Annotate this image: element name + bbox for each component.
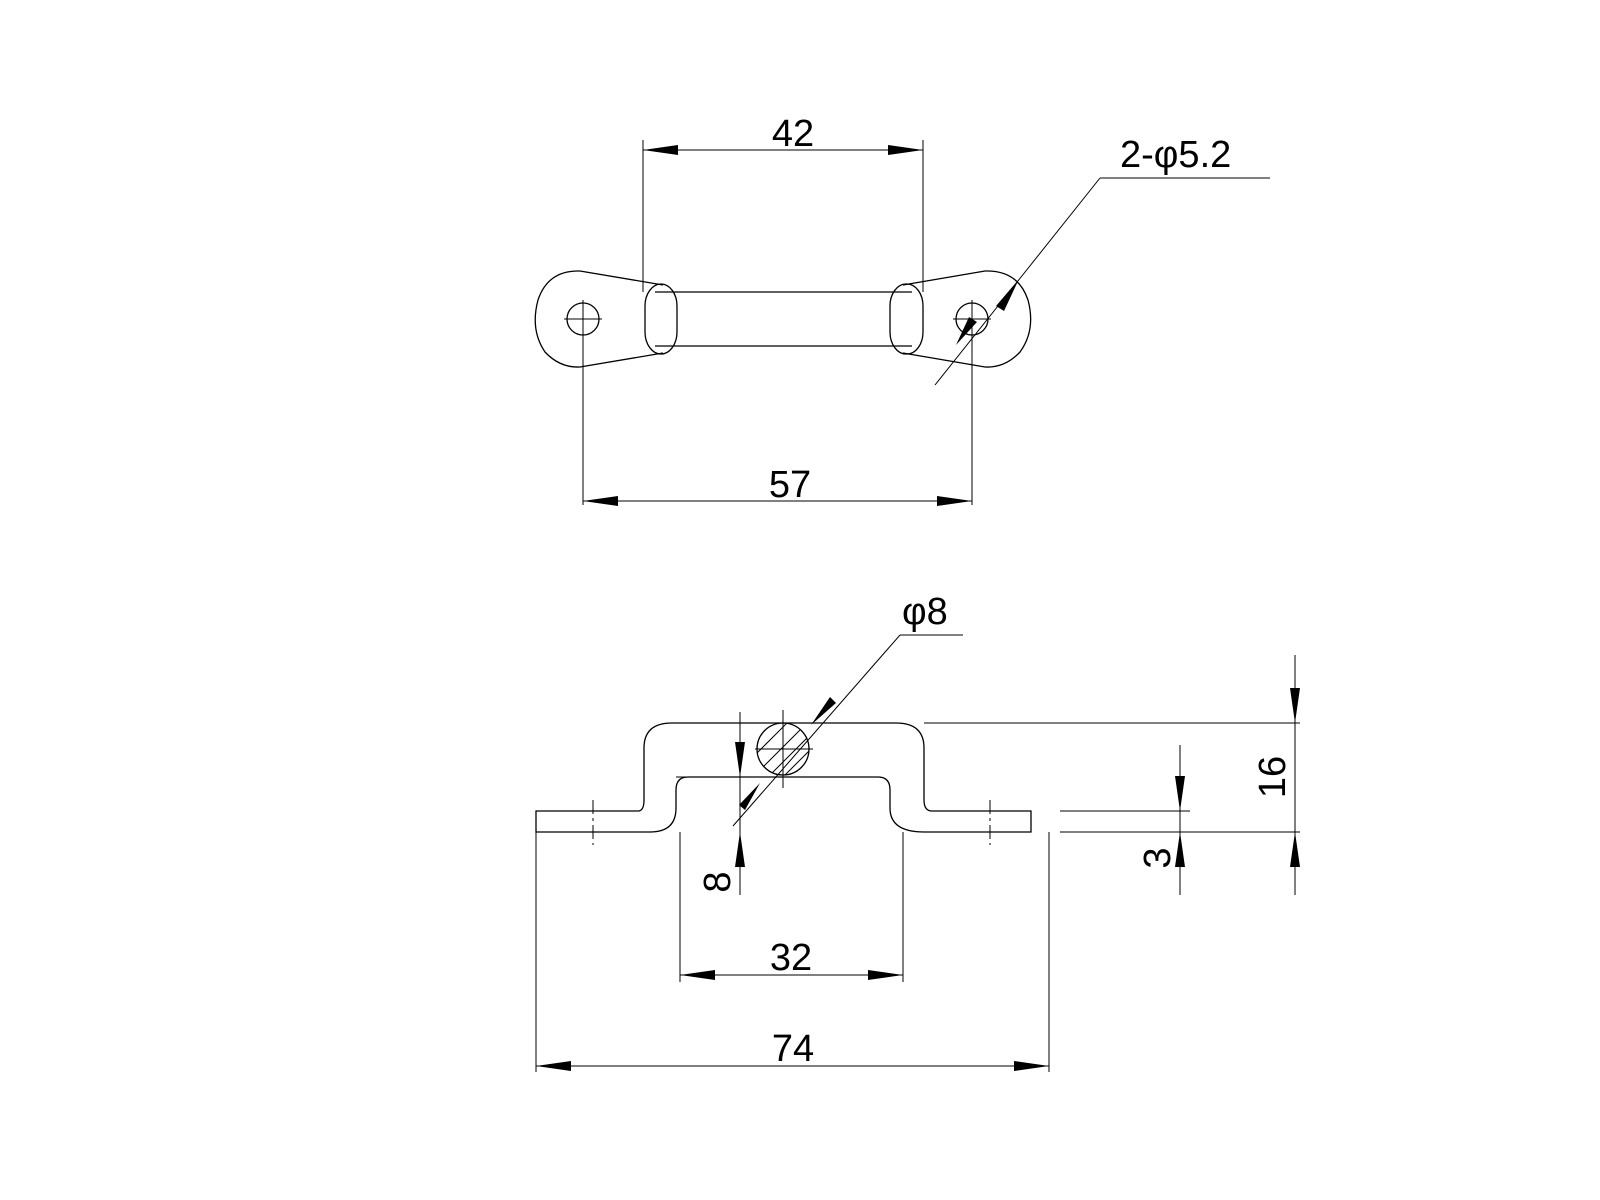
dimension-16: 16	[924, 655, 1300, 895]
hole-centerlines	[564, 300, 991, 340]
dimension-3: 3	[1060, 745, 1190, 895]
dim-16-label: 16	[1252, 756, 1294, 798]
right-ear-outline	[902, 270, 1032, 368]
bar-diameter-leader: φ8	[732, 591, 963, 827]
dimension-32: 32	[679, 832, 904, 982]
dimension-74: 74	[535, 832, 1050, 1072]
dim-3-label: 3	[1137, 847, 1179, 868]
dim-57-label: 57	[769, 464, 811, 506]
dim-32-label: 32	[770, 937, 812, 979]
left-bend-oval	[644, 283, 678, 355]
right-bend-oval	[889, 283, 924, 355]
dimension-8: 8	[676, 712, 745, 895]
handle-profile	[535, 722, 1032, 833]
top-view: 42 57 2-φ5.2	[534, 113, 1270, 506]
dim-8-label: 8	[697, 871, 739, 892]
dim-42-label: 42	[772, 113, 814, 155]
dimension-57: 57	[582, 340, 973, 506]
section-centerlines	[755, 710, 813, 788]
dim-74-label: 74	[772, 1028, 814, 1070]
flange-centerlines	[592, 800, 991, 845]
hole-callout-label: 2-φ5.2	[1120, 134, 1231, 176]
left-ear-outline	[534, 270, 664, 368]
front-view: φ8 16 3 8	[535, 591, 1300, 1072]
hole-callout-leader: 2-φ5.2	[934, 134, 1270, 386]
bar-diameter-label: φ8	[902, 591, 948, 633]
dimension-42: 42	[642, 113, 924, 292]
